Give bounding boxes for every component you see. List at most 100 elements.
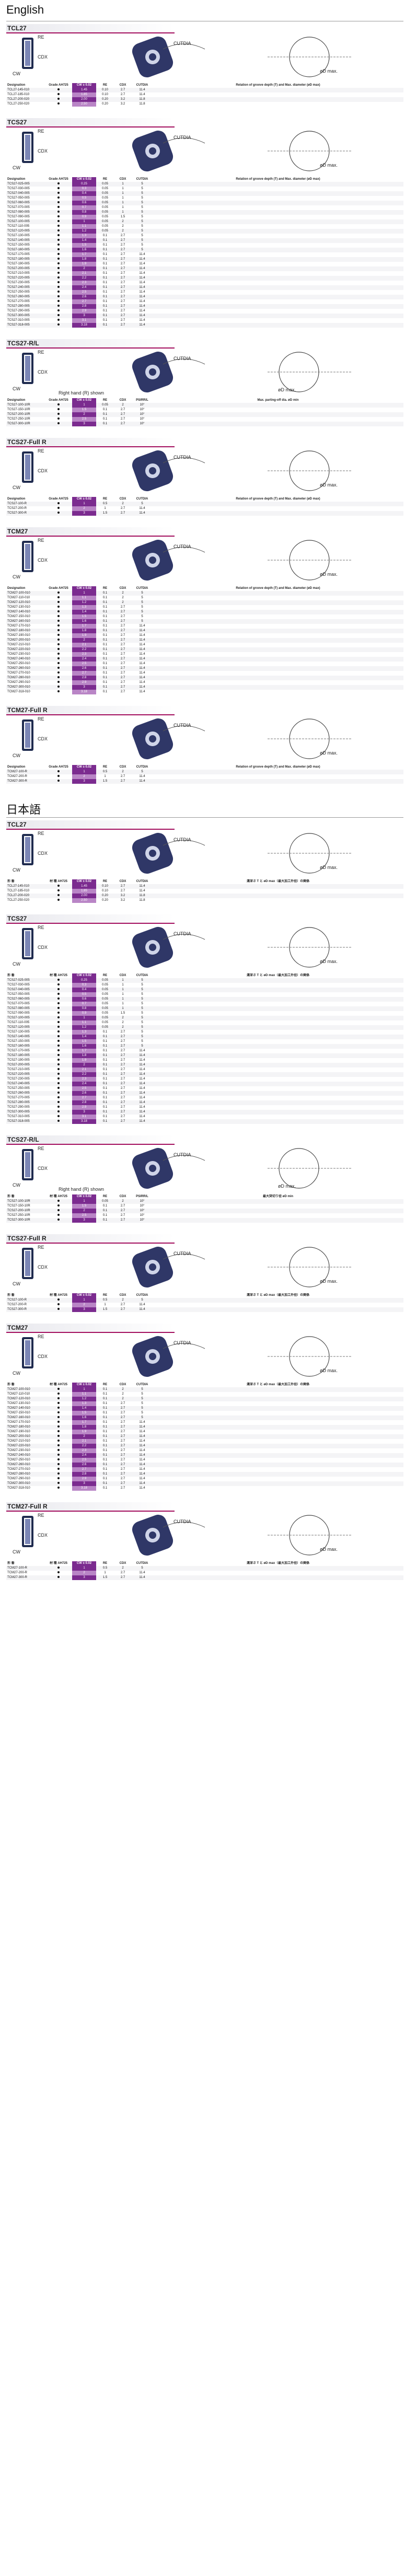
column-header: CDX: [119, 1294, 126, 1297]
insert-photo: [132, 351, 173, 393]
cw-cell: 1.5: [72, 408, 96, 412]
cutdia-cell: 5: [132, 1016, 153, 1020]
cutdia-cell: 11.4: [132, 295, 153, 299]
grade-cell: [45, 1406, 72, 1411]
cdx-cell: 3.2: [120, 102, 125, 106]
stock-dot-icon: [57, 624, 60, 626]
re-cell: 0.1: [96, 1444, 114, 1448]
re-cell: 0.05: [102, 1002, 108, 1005]
re-cell: 0.10: [102, 889, 108, 892]
re-cell: 0.05: [96, 978, 114, 983]
stock-dot-icon: [57, 305, 60, 307]
cutdia-cell: 11.4: [132, 1072, 153, 1077]
re-cell: 0.1: [96, 1472, 114, 1477]
cutdia-cell: 11.4: [132, 1091, 153, 1096]
re-cell: 0.1: [96, 238, 114, 243]
stock-dot-icon: [57, 1002, 60, 1004]
stock-dot-icon: [57, 1054, 60, 1056]
column-header: CDX: [119, 765, 126, 769]
grade-cell: [45, 1209, 72, 1213]
designation-cell: TCS27-140-005: [6, 1035, 45, 1039]
insert-drawing: [22, 834, 33, 865]
grade-cell: [45, 1082, 72, 1086]
cutdia-cell: 5: [132, 1025, 153, 1030]
designation-cell: TCS27-300-005: [6, 1110, 45, 1115]
designation-cell: TCS27-170-005: [7, 253, 30, 256]
re-cell: 0.05: [102, 196, 108, 200]
cdx-cell: 2.7: [120, 1421, 125, 1424]
cw-cell: 2.1: [72, 1439, 96, 1444]
relation-cell: [153, 243, 403, 248]
cw-cell: 1.7: [72, 252, 96, 257]
stock-dot-icon: [57, 690, 60, 692]
relation-cell: [153, 1110, 403, 1115]
stock-dot-icon: [57, 507, 60, 509]
cutdia-cell: 11.4: [132, 666, 153, 671]
stock-dot-icon: [57, 780, 60, 782]
relation-cell: [153, 295, 403, 299]
grade-cell: [45, 1387, 72, 1392]
section-title: TCS27-R/L: [6, 1135, 175, 1145]
cw-cell: 2: [72, 1303, 96, 1307]
relation-cell: [153, 403, 403, 408]
stock-dot-icon: [57, 610, 60, 612]
designation-cell: TCM27-318-010: [7, 1487, 30, 1490]
relation-cell: [153, 1401, 403, 1406]
cdx-cell: 2: [114, 502, 132, 506]
re-cell: 0.1: [96, 266, 114, 271]
grade-cell: [45, 1067, 72, 1072]
cdx-cell: 2.7: [114, 295, 132, 299]
stock-dot-icon: [57, 1402, 60, 1404]
stock-dot-icon: [57, 615, 60, 617]
re-cell: 0.05: [96, 1006, 114, 1011]
relation-cell: [153, 1486, 403, 1491]
designation-cell: TCS27-150-10R: [7, 1204, 30, 1208]
cdx-label: CDX: [38, 851, 48, 856]
cw-label: CW: [13, 1549, 20, 1554]
cdx-cell: 2.7: [120, 1096, 125, 1099]
od-max-label: øD max.: [278, 387, 296, 392]
cdx-label: CDX: [38, 468, 48, 473]
cdx-cell: 2.7: [114, 323, 132, 328]
cw-cell: 1.1: [72, 596, 96, 600]
cw-label: CW: [13, 574, 20, 579]
cw-cell: 1.4: [72, 1406, 96, 1411]
designation-cell: TCS27-130-005: [7, 234, 30, 237]
cutdia-cell: 11.4: [139, 507, 145, 510]
column-header: RE: [102, 1294, 108, 1297]
stock-dot-icon: [57, 93, 60, 95]
re-cell: 0.05: [96, 210, 114, 215]
grade-cell: [45, 1110, 72, 1115]
re-cell: 0.05: [96, 988, 114, 992]
relation-cell: [153, 304, 403, 309]
re-cell: 0.1: [96, 295, 114, 299]
workpiece-drawing: [163, 927, 351, 968]
relation-cell: [153, 224, 403, 229]
stock-dot-icon: [57, 634, 60, 636]
designation-cell: TCM27-230-010: [7, 1449, 30, 1452]
stock-dot-icon: [57, 1087, 60, 1089]
stock-dot-icon: [57, 300, 60, 302]
cutdia-cell: 11.4: [132, 647, 153, 652]
column-header: CUTDIA: [136, 974, 148, 977]
designation-cell: TCS27-110-005: [7, 1021, 30, 1024]
relation-cell: [153, 1115, 403, 1119]
cutdia-cell: 11.4: [139, 272, 145, 275]
grade-cell: [45, 290, 72, 295]
re-cell: 1: [104, 1571, 106, 1574]
stock-dot-icon: [57, 1440, 60, 1442]
re-cell: 0.1: [96, 1453, 114, 1458]
